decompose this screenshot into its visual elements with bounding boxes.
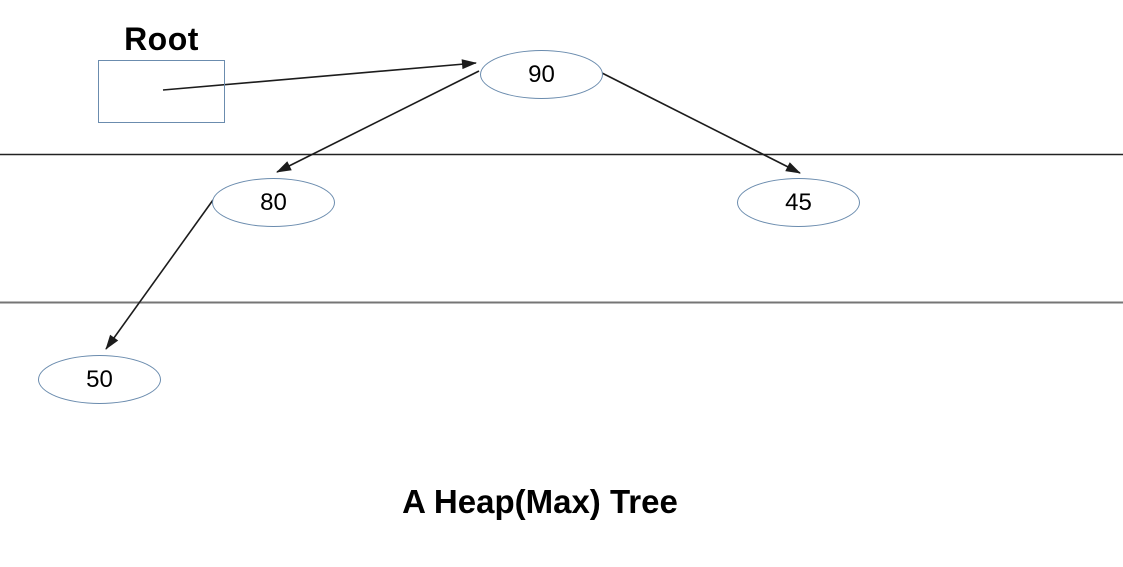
node-50-value: 50	[86, 365, 113, 393]
diagram-caption: A Heap(Max) Tree	[402, 483, 678, 520]
node-90-value: 90	[528, 60, 555, 88]
edge-90-to-80	[276, 70, 480, 173]
node-80: 80	[212, 178, 335, 227]
edge-root-to-90	[162, 59, 477, 91]
node-45-value: 45	[785, 188, 812, 216]
node-90: 90	[480, 50, 603, 99]
node-80-value: 80	[260, 188, 287, 216]
root-label: Root	[124, 21, 199, 57]
node-50: 50	[38, 355, 161, 404]
node-45: 45	[737, 178, 860, 227]
root-pointer-box	[98, 60, 225, 123]
edge-80-to-50	[105, 199, 214, 350]
edge-90-to-45	[601, 72, 801, 174]
